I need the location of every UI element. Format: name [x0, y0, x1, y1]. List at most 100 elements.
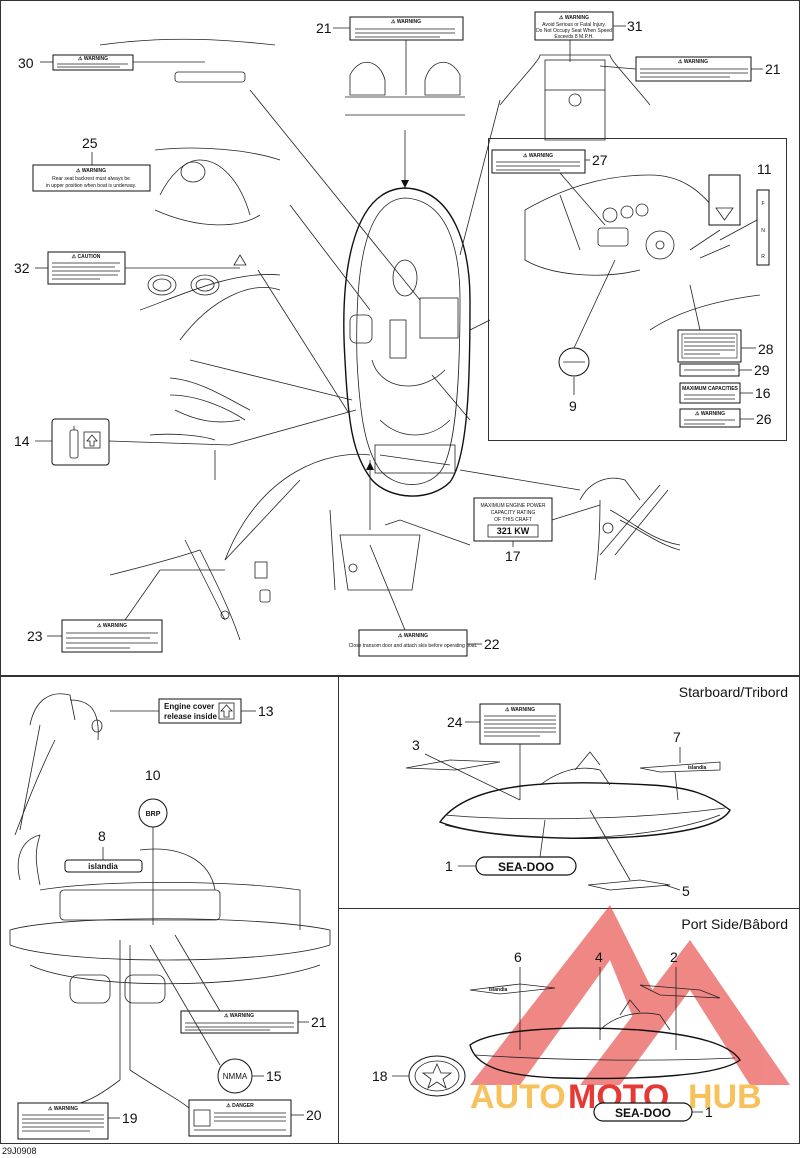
- rear-seat-backrest-view: [154, 147, 281, 226]
- label-12: [708, 174, 741, 226]
- label-32: ⚠ CAUTION: [47, 251, 240, 285]
- svg-text:Do Not Occupy Seat When Speed: Do Not Occupy Seat When Speed: [536, 28, 612, 34]
- label-9-badge: [558, 259, 616, 377]
- boat-top-view: [343, 130, 471, 497]
- svg-text:Rear seat backrest must always: Rear seat backrest must always be: [52, 176, 130, 182]
- svg-text:Avoid Serious or Fatal Injury.: Avoid Serious or Fatal Injury.: [542, 22, 606, 28]
- label-18-emission-badge: [408, 1055, 466, 1097]
- label-23: ⚠ WARNING: [61, 619, 163, 653]
- callout-28: 28: [758, 341, 774, 357]
- svg-text:Exceeds 8 M.P.H.: Exceeds 8 M.P.H.: [554, 34, 593, 40]
- svg-text:⚠ WARNING: ⚠ WARNING: [76, 168, 106, 174]
- stern-view: [9, 693, 331, 1004]
- callout-1a: 1: [445, 858, 453, 874]
- callout-31: 31: [627, 18, 643, 34]
- svg-text:SEA-DOO: SEA-DOO: [615, 1106, 671, 1120]
- callout-15: 15: [266, 1068, 282, 1084]
- callout-29: 29: [754, 362, 770, 378]
- callout-13: 13: [258, 703, 274, 719]
- callout-16: 16: [755, 385, 771, 401]
- callout-21c: 21: [311, 1014, 327, 1030]
- callout-30: 30: [18, 55, 34, 71]
- svg-text:⚠ WARNING: ⚠ WARNING: [559, 15, 589, 21]
- svg-text:⚠ WARNING: ⚠ WARNING: [523, 153, 553, 159]
- label-22: ⚠ WARNING Close transom door and attach …: [349, 629, 478, 657]
- engine-compartment-view: [579, 477, 681, 581]
- callout-5: 5: [682, 883, 690, 899]
- svg-text:⚠ WARNING: ⚠ WARNING: [78, 56, 108, 62]
- callout-14: 14: [14, 433, 30, 449]
- callout-10: 10: [145, 767, 161, 783]
- callout-9: 9: [569, 398, 577, 414]
- svg-text:in upper position when boat is: in upper position when boat is underway.: [46, 183, 136, 189]
- label-25: ⚠ WARNING Rear seat backrest must always…: [32, 164, 151, 192]
- label-20: ⚠ DANGER: [129, 945, 292, 1137]
- svg-text:islandia: islandia: [688, 765, 707, 771]
- callout-32: 32: [14, 260, 30, 276]
- label-28: [677, 329, 742, 363]
- transom-door-view: [329, 509, 471, 631]
- callout-23: 23: [27, 628, 43, 644]
- image-code: 29J0908: [2, 1146, 37, 1156]
- callout-19: 19: [122, 1110, 138, 1126]
- section-title-starboard: Starboard/Tribord: [679, 684, 788, 700]
- stripe-2: [639, 967, 721, 1050]
- label-21-stern: ⚠ WARNING: [174, 934, 299, 1034]
- callout-17: 17: [505, 548, 521, 564]
- svg-text:⚠ WARNING: ⚠ WARNING: [678, 59, 708, 65]
- callout-11: 11: [757, 161, 772, 177]
- svg-text:⚠ CAUTION: ⚠ CAUTION: [72, 254, 101, 260]
- label-8-islandia-logo: islandia: [64, 847, 143, 873]
- inset-panel: [488, 138, 787, 441]
- callout-24: 24: [447, 714, 463, 730]
- rear-seats-view: [345, 62, 465, 116]
- label-21-right: ⚠ WARNING: [599, 56, 752, 82]
- battery-compartment-view: [109, 539, 271, 641]
- svg-text:⚠ WARNING: ⚠ WARNING: [391, 19, 421, 25]
- watermark-logo: [470, 905, 790, 1085]
- boat-side-port: [469, 999, 741, 1080]
- cup-holders-view: [139, 254, 281, 341]
- label-1-seadoo-starboard: SEA-DOO: [475, 819, 577, 876]
- label-6-islandia-decal: islandia: [469, 967, 556, 1050]
- callout-18: 18: [372, 1068, 388, 1084]
- label-14-fire-extinguisher: [51, 418, 231, 466]
- svg-text:MAXIMUM ENGINE POWER: MAXIMUM ENGINE POWER: [480, 503, 545, 509]
- callout-21a: 21: [316, 20, 332, 36]
- label-21-top: ⚠ WARNING: [349, 16, 464, 95]
- svg-text:CAPACITY RATING: CAPACITY RATING: [491, 510, 536, 516]
- label-24: ⚠ WARNING: [479, 703, 561, 800]
- svg-text:islandia: islandia: [88, 862, 118, 871]
- svg-text:⚠ WARNING: ⚠ WARNING: [224, 1013, 254, 1019]
- svg-text:Engine cover: Engine cover: [164, 702, 214, 711]
- label-27: ⚠ WARNING: [491, 149, 606, 226]
- label-11-throttle: F N R: [719, 189, 770, 266]
- callout-20: 20: [306, 1107, 322, 1123]
- label-26: ⚠ WARNING: [679, 408, 741, 428]
- boat-side-starboard: [438, 751, 731, 839]
- callout-25: 25: [82, 135, 98, 151]
- svg-text:N: N: [761, 228, 765, 234]
- svg-text:Close transom door and attach: Close transom door and attach skis befor…: [349, 643, 478, 649]
- callout-3: 3: [412, 737, 420, 753]
- label-29: [679, 363, 740, 377]
- svg-text:OF THIS CRAFT: OF THIS CRAFT: [494, 517, 532, 523]
- callout-4: 4: [595, 949, 603, 965]
- sticker-5: [587, 879, 671, 891]
- helm-seats-view: [499, 40, 651, 141]
- callout-8: 8: [98, 828, 106, 844]
- label-16-capacities: MAXIMUM CAPACITIES: [679, 382, 741, 404]
- svg-text:BRP: BRP: [146, 811, 161, 818]
- label-1-seadoo-port: SEA-DOO: [593, 1102, 693, 1122]
- dashboard-view: [524, 174, 761, 331]
- svg-text:⚠ WARNING: ⚠ WARNING: [48, 1106, 78, 1112]
- leader-lines-top: [189, 89, 581, 561]
- svg-text:F: F: [761, 201, 764, 207]
- svg-text:⚠ WARNING: ⚠ WARNING: [695, 411, 725, 417]
- svg-text:islandia: islandia: [489, 987, 508, 993]
- label-7-islandia-decal: islandia: [639, 761, 721, 801]
- svg-text:SEA-DOO: SEA-DOO: [498, 860, 554, 874]
- svg-text:⚠ DANGER: ⚠ DANGER: [226, 1103, 254, 1109]
- callout-26: 26: [756, 411, 772, 427]
